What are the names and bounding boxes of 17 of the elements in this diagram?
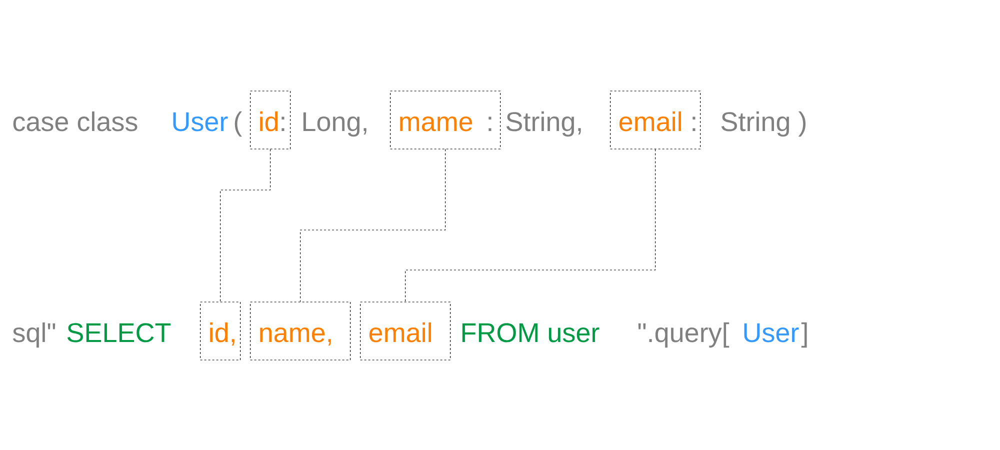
field-box: id,	[200, 302, 241, 360]
code-text: String,	[506, 111, 581, 137]
code-text: :	[692, 116, 696, 131]
code-text: SELECT	[67, 323, 171, 342]
code-text: Long,	[303, 112, 366, 137]
code-text: sql"	[12, 322, 56, 348]
connector-line	[405, 149, 656, 302]
code-text: User	[744, 323, 799, 342]
field-box: email	[360, 302, 451, 360]
field-box: name,	[250, 302, 351, 360]
code-text: ".query[	[638, 322, 730, 348]
code-text: case class	[13, 111, 138, 132]
code-text: :	[488, 116, 492, 131]
connector-line	[300, 149, 446, 302]
code-text: ]	[801, 322, 807, 348]
code-text: :	[282, 116, 284, 131]
connector-line	[220, 149, 271, 302]
